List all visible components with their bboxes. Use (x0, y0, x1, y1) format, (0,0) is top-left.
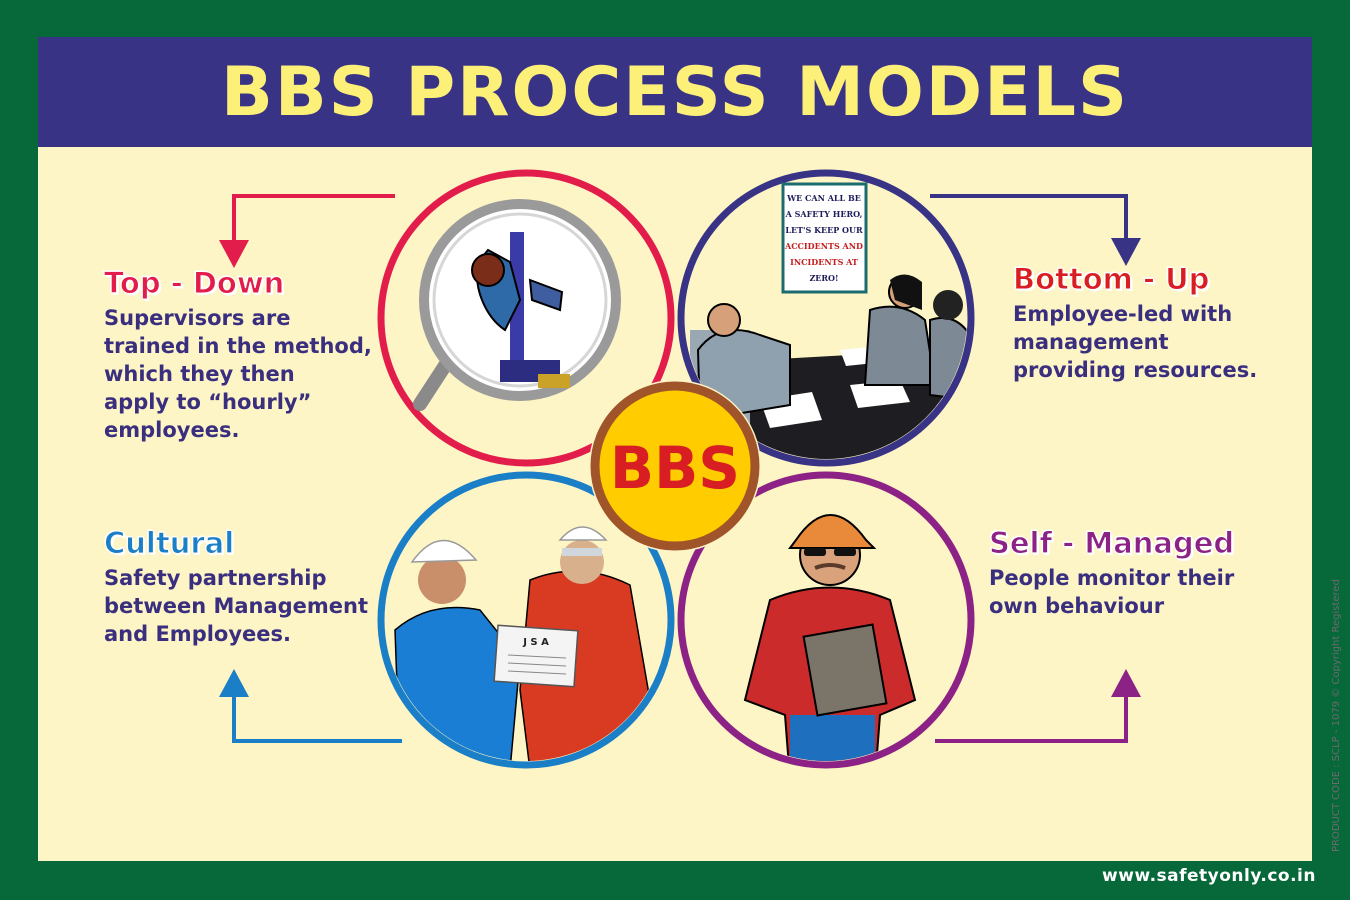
header-bar: BBS PROCESS MODELS (38, 37, 1312, 147)
bottom-up-title: Bottom - Up (1012, 262, 1210, 297)
poster-sign-line-3: LET'S KEEP OUR (785, 225, 863, 235)
poster-sign-line-6: ZERO! (809, 273, 838, 283)
cultural-arrow (219, 669, 402, 743)
self-managed-title: Self - Managed (988, 526, 1235, 561)
bottom-up-arrow (930, 194, 1141, 266)
top-down-arrow (219, 194, 395, 268)
top-down-block: Top - Down Supervisors are trained in th… (104, 266, 372, 444)
copyright-note: PRODUCT CODE : SCLP - 1079 © Copyright R… (1331, 579, 1342, 852)
jsa-sheet-label: J S A (522, 637, 549, 648)
self-managed-block: Self - Managed People monitor their own … (988, 526, 1235, 620)
poster-sign-line-4: ACCIDENTS AND (784, 241, 863, 251)
center-label: BBS (610, 434, 740, 502)
cultural-title: Cultural (103, 526, 235, 561)
poster-sign-line-2: A SAFETY HERO, (785, 209, 863, 219)
cultural-description: Safety partnership between Management an… (104, 566, 369, 646)
page-title: BBS PROCESS MODELS (221, 52, 1129, 132)
self-managed-arrow (935, 669, 1141, 743)
bottom-up-block: Bottom - Up Employee-led with management… (1012, 262, 1258, 384)
poster-sign-line-5: INCIDENTS AT (790, 257, 858, 267)
top-down-title: Top - Down (104, 266, 285, 301)
self-managed-description: People monitor their own behaviour (989, 566, 1235, 618)
poster-sign-line-1: WE CAN ALL BE (786, 193, 861, 203)
center-badge: BBS (589, 380, 761, 552)
magnifier-worker-illustration (413, 199, 621, 411)
cultural-block: Cultural Safety partnership between Mana… (103, 526, 369, 648)
worker-clipboard-illustration (743, 514, 917, 761)
website-link[interactable]: www.safetyonly.co.in (1102, 866, 1316, 886)
top-down-description: Supervisors are trained in the method, w… (104, 306, 372, 442)
workers-jsa-illustration: J S A (394, 526, 651, 761)
bottom-up-description: Employee-led with management providing r… (1013, 302, 1258, 382)
